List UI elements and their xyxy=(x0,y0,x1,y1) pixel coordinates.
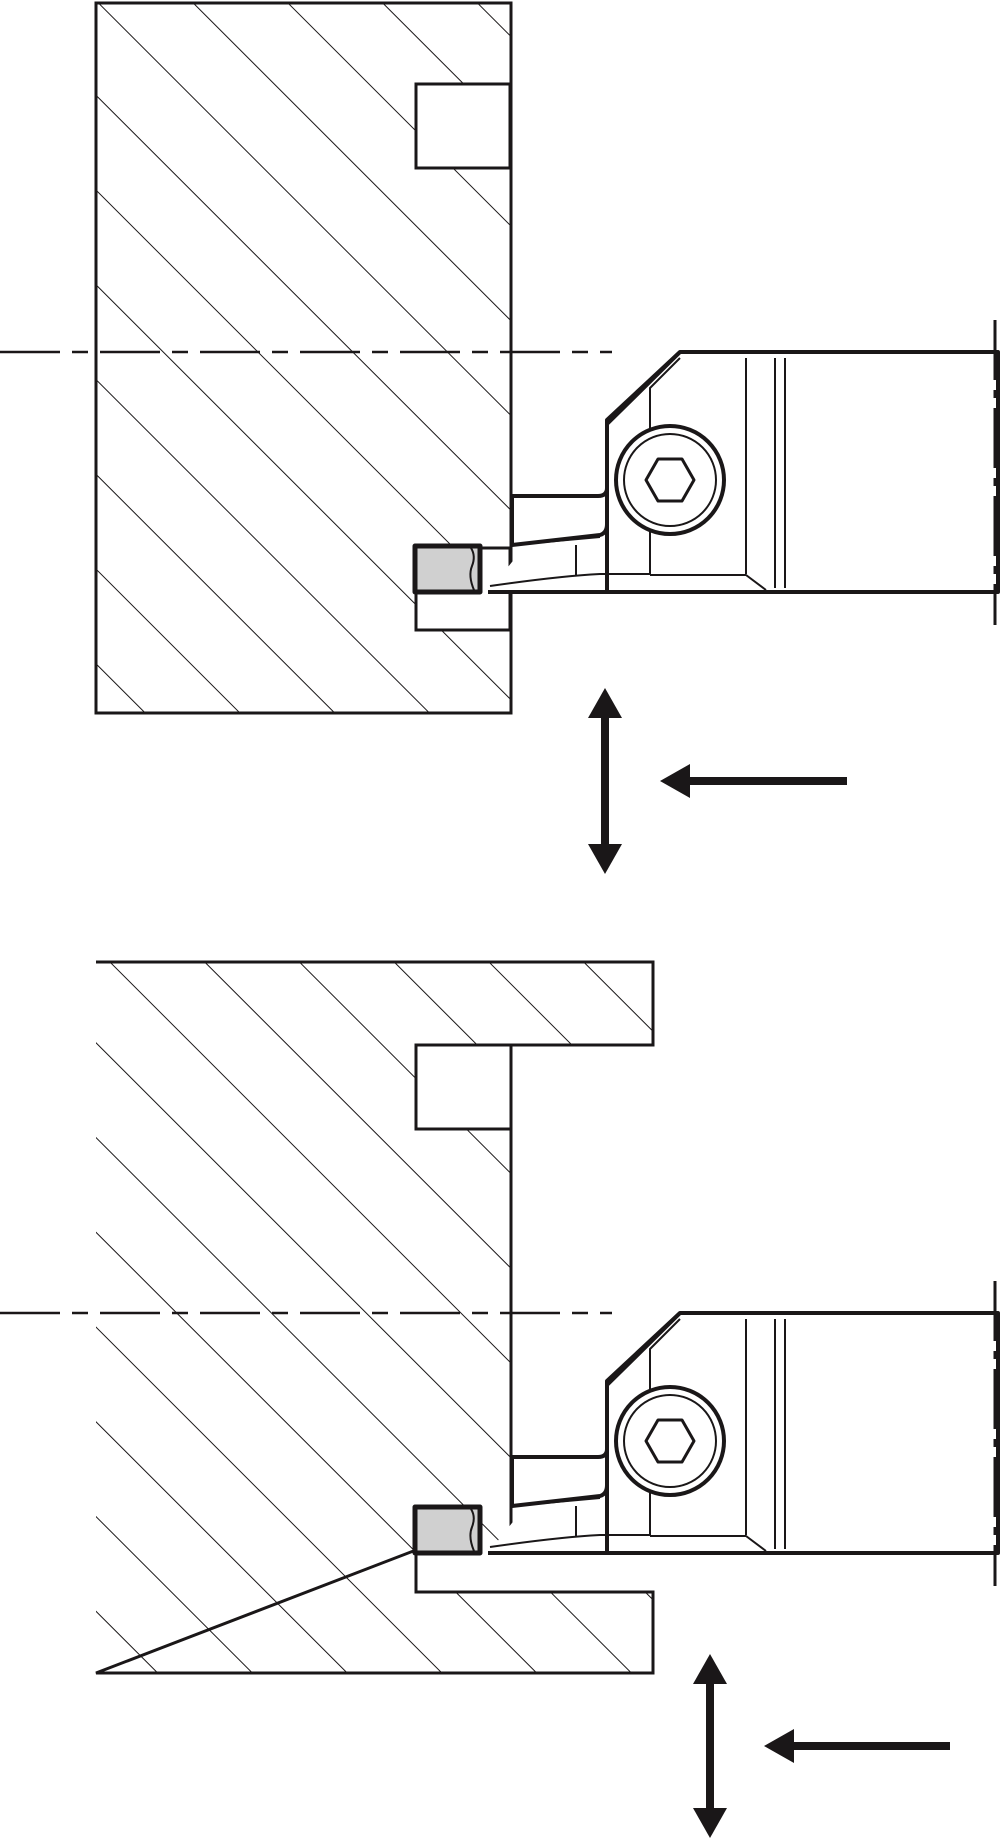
tool-top-blade-curve xyxy=(489,573,650,587)
left-arrow-icon xyxy=(660,764,847,798)
tool-bottom xyxy=(412,1281,1000,1586)
workpiece-bottom xyxy=(95,960,655,1675)
arrows-bottom xyxy=(693,1654,950,1838)
insert-bottom xyxy=(412,1504,483,1556)
workpiece-top-outline xyxy=(94,1,513,715)
workpiece-top xyxy=(94,1,513,715)
view-top xyxy=(0,1,1000,874)
groove-bottom-upper xyxy=(414,1043,513,1131)
up-down-arrow-icon xyxy=(693,1654,727,1838)
arrows-top xyxy=(588,688,847,874)
tool-top-blade xyxy=(488,536,650,593)
workpiece-bottom-outline xyxy=(95,960,655,1675)
tool-bottom-blade xyxy=(488,1497,650,1554)
tool-top-detail-5 xyxy=(650,574,767,591)
hex-socket-screw-icon xyxy=(644,457,696,503)
up-down-arrow-icon xyxy=(588,688,622,874)
hex-socket-screw-icon xyxy=(644,1418,696,1464)
left-arrow-icon xyxy=(764,1729,950,1763)
insert-top-edge xyxy=(469,547,475,591)
groove-bottom-lower xyxy=(416,1550,511,1592)
insert-top xyxy=(412,543,483,595)
tool-bottom-detail-5 xyxy=(650,1535,767,1552)
tool-top xyxy=(412,320,1000,625)
groove-top-upper xyxy=(414,82,512,170)
workpiece-bottom-hatch xyxy=(96,962,653,1673)
tool-bottom-blade-curve xyxy=(489,1534,650,1548)
insert-bottom-edge xyxy=(469,1508,475,1552)
view-bottom xyxy=(0,960,1000,1838)
